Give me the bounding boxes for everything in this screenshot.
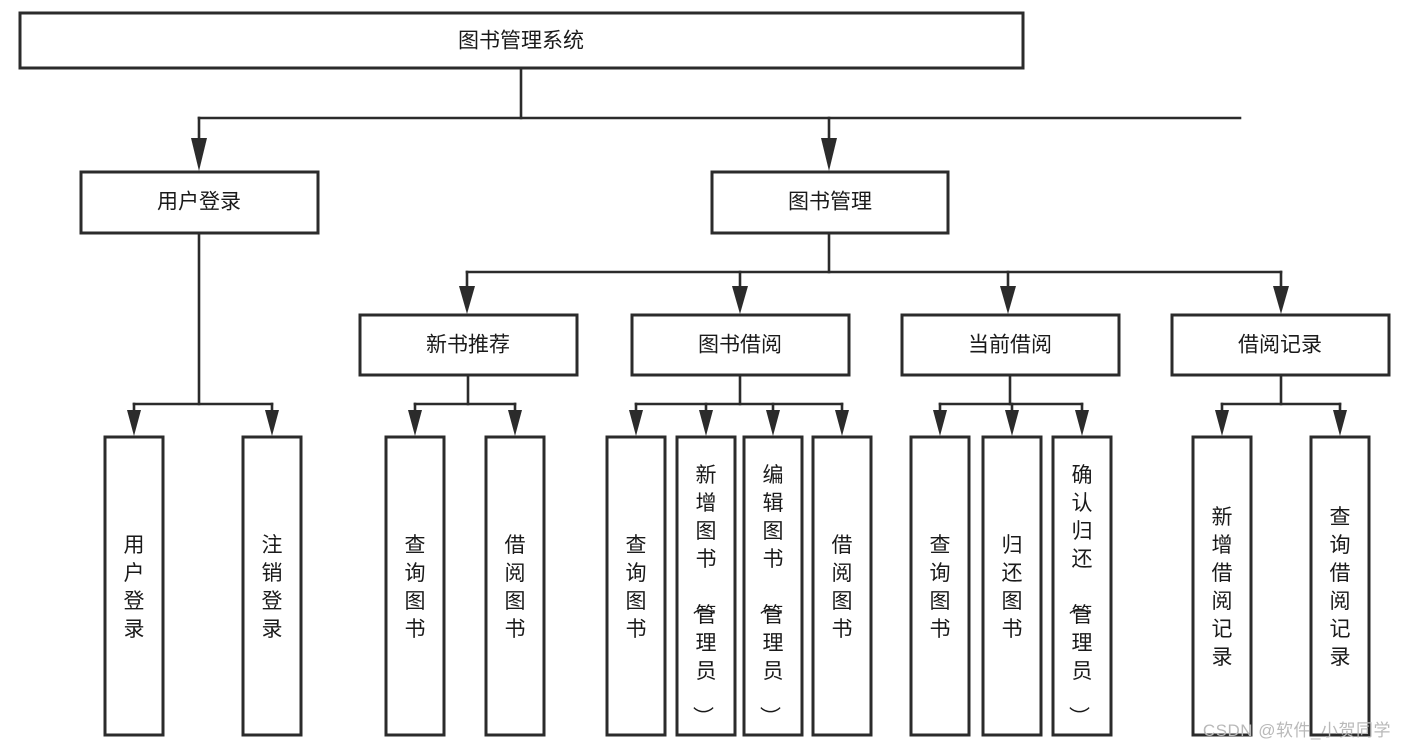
leaf-node-label: 编辑图书（管理员） <box>758 464 784 727</box>
arrowhead-leaf-add-borrow-record <box>1215 410 1229 436</box>
leaf-node-label: 确认归还（管理员） <box>1067 464 1093 727</box>
leaf-node-label: 查询图书 <box>626 534 647 641</box>
connector-group-book-borrow <box>629 373 849 436</box>
node-user-login-box[interactable] <box>79 170 320 235</box>
leaf-node-box[interactable] <box>1191 435 1253 737</box>
leaf-node-box[interactable] <box>605 435 667 737</box>
leaf-node-label: 新增图书（管理员） <box>691 464 717 727</box>
leaf-node[interactable]: 查询图书 <box>384 435 446 737</box>
leaf-node[interactable]: 编辑图书（管理员） <box>742 435 804 737</box>
leaf-node[interactable]: 确认归还（管理员） <box>1051 435 1113 737</box>
leaf-node-label: 归还图书 <box>1002 534 1023 641</box>
node-user-login[interactable]: 用户登录 <box>79 170 320 235</box>
leaf-node-label: 查询图书 <box>405 534 426 641</box>
arrowhead-leaf-logout-login <box>265 410 279 436</box>
leaf-node[interactable]: 查询借阅记录 <box>1309 435 1371 737</box>
node-borrow-record[interactable]: 借阅记录 <box>1170 313 1391 377</box>
arrowhead-leaf-query-book-1 <box>408 410 422 436</box>
node-book-manage-box[interactable] <box>710 170 950 235</box>
arrowhead-leaf-query-book-2 <box>629 410 643 436</box>
node-current-borrow-box[interactable] <box>900 313 1121 377</box>
node-current-borrow[interactable]: 当前借阅 <box>900 313 1121 377</box>
node-book-manage[interactable]: 图书管理 <box>710 170 950 235</box>
leaf-node-box[interactable] <box>241 435 303 737</box>
leaf-node-label: 借阅图书 <box>832 534 853 641</box>
arrowhead-user-login <box>191 138 207 171</box>
connector-group-current-borrow <box>933 373 1089 436</box>
arrowhead-leaf-return-book <box>1005 410 1019 436</box>
csdn-watermark: CSDN @软件_小贺同学 <box>1202 721 1391 740</box>
leaf-node-box[interactable] <box>981 435 1043 737</box>
node-borrow-record-box[interactable] <box>1170 313 1391 377</box>
leaf-node-label: 借阅图书 <box>505 534 526 641</box>
arrowhead-book-manage <box>821 138 837 171</box>
leaf-node-label: 用户登录 <box>124 534 145 641</box>
node-new-book-recommend-label: 新书推荐 <box>426 334 510 357</box>
arrowhead-leaf-user-login <box>127 410 141 436</box>
leaf-node-box[interactable] <box>1051 435 1113 737</box>
leaf-node[interactable]: 注销登录 <box>241 435 303 737</box>
leaf-node-label: 查询借阅记录 <box>1330 506 1351 669</box>
arrowhead-leaf-confirm-return-admin <box>1075 410 1089 436</box>
node-book-borrow-box[interactable] <box>630 313 851 377</box>
node-new-book-recommend-box[interactable] <box>358 313 579 377</box>
arrowhead-leaf-query-book-3 <box>933 410 947 436</box>
arrowhead-leaf-borrow-book-2 <box>835 410 849 436</box>
leaf-node-label: 新增借阅记录 <box>1212 506 1233 669</box>
arrowhead-new-book-recommend <box>459 286 475 314</box>
node-root-label: 图书管理系统 <box>458 30 584 53</box>
arrowhead-current-borrow <box>1000 286 1016 314</box>
leaf-node[interactable]: 借阅图书 <box>811 435 873 737</box>
leaf-node[interactable]: 查询图书 <box>605 435 667 737</box>
node-book-manage-label: 图书管理 <box>788 191 872 214</box>
arrowhead-borrow-record <box>1273 286 1289 314</box>
leaf-node-layer: 用户登录 注销登录 查询图书 借阅图书 查询图书 新增图书（管理员） 编辑图书（管理员） 借阅… <box>103 435 1371 737</box>
connector-group-new-book-recommend <box>408 373 522 436</box>
leaf-node-box[interactable] <box>103 435 165 737</box>
arrowhead-leaf-query-borrow-record <box>1333 410 1347 436</box>
leaf-node[interactable]: 归还图书 <box>981 435 1043 737</box>
leaf-node-box[interactable] <box>675 435 737 737</box>
node-book-borrow-label: 图书借阅 <box>698 334 782 357</box>
leaf-node[interactable]: 查询图书 <box>909 435 971 737</box>
node-user-login-label: 用户登录 <box>157 191 241 214</box>
leaf-node-box[interactable] <box>384 435 446 737</box>
node-book-borrow[interactable]: 图书借阅 <box>630 313 851 377</box>
connector-group-book-manage <box>459 231 1289 314</box>
arrowhead-leaf-add-book-admin <box>699 410 713 436</box>
arrowhead-leaf-borrow-book-1 <box>508 410 522 436</box>
leaf-node-box[interactable] <box>909 435 971 737</box>
leaf-node-label: 注销登录 <box>262 534 283 641</box>
leaf-node-box[interactable] <box>742 435 804 737</box>
connector-group-borrow-record <box>1215 373 1347 436</box>
node-new-book-recommend[interactable]: 新书推荐 <box>358 313 579 377</box>
leaf-node-box[interactable] <box>811 435 873 737</box>
node-current-borrow-label: 当前借阅 <box>968 334 1052 357</box>
leaf-node[interactable]: 新增图书（管理员） <box>675 435 737 737</box>
leaf-node[interactable]: 借阅图书 <box>484 435 546 737</box>
leaf-node[interactable]: 新增借阅记录 <box>1191 435 1253 737</box>
arrowhead-leaf-edit-book-admin <box>766 410 780 436</box>
node-borrow-record-label: 借阅记录 <box>1238 334 1322 357</box>
arrowhead-book-borrow <box>732 286 748 314</box>
connector-group-root <box>191 66 1242 171</box>
leaf-node-box[interactable] <box>484 435 546 737</box>
leaf-node[interactable]: 用户登录 <box>103 435 165 737</box>
node-root-box[interactable] <box>18 11 1025 70</box>
connector-group-user-login <box>127 231 279 436</box>
leaf-node-box[interactable] <box>1309 435 1371 737</box>
leaf-node-label: 查询图书 <box>930 534 951 641</box>
node-root[interactable]: 图书管理系统 <box>18 11 1025 70</box>
